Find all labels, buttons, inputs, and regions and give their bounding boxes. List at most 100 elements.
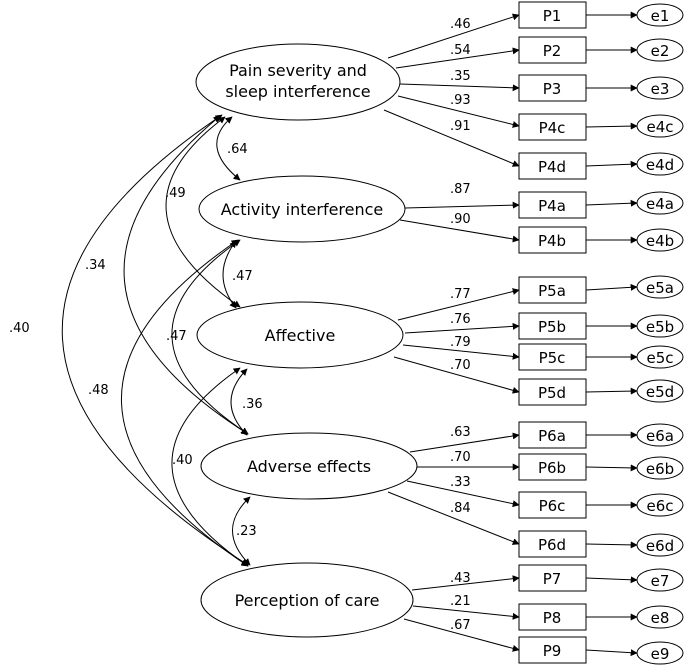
indicator-label-p4c: P4c bbox=[539, 119, 566, 137]
loading-label-p5a: .77 bbox=[450, 287, 471, 302]
error-label-e8: e8 bbox=[651, 609, 670, 627]
error-arrow-e6d bbox=[585, 541, 638, 549]
indicator-p5c: P5c bbox=[518, 343, 587, 371]
corr-arc-f1-f4 bbox=[123, 115, 249, 435]
error-arrow-e7 bbox=[585, 576, 638, 584]
factor-label-perception: Perception of care bbox=[235, 591, 380, 610]
loading-arrow-p6a bbox=[409, 432, 520, 453]
error-label-e5b: e5b bbox=[646, 318, 674, 336]
error-label-e4a: e4a bbox=[646, 195, 674, 213]
error-label-e9: e9 bbox=[651, 645, 670, 663]
error-e9: e9 bbox=[636, 641, 684, 665]
error-arrow-e6b bbox=[585, 464, 638, 472]
factor-adverse-effects: Adverse effects bbox=[200, 432, 418, 500]
indicator-label-p6c: P6c bbox=[539, 497, 566, 515]
indicator-label-p5c: P5c bbox=[539, 349, 566, 367]
indicator-label-p4b: P4b bbox=[538, 232, 566, 250]
indicator-label-p8: P8 bbox=[543, 609, 562, 627]
indicator-p6d: P6d bbox=[518, 530, 587, 558]
corr-label-f1-f5: .40 bbox=[9, 321, 30, 336]
error-arrow-e4c bbox=[585, 122, 638, 130]
error-e6a: e6a bbox=[636, 423, 684, 447]
indicator-p5a: P5a bbox=[518, 276, 587, 304]
error-label-e5a: e5a bbox=[646, 279, 674, 297]
indicator-label-p1: P1 bbox=[543, 7, 562, 25]
error-e4d: e4d bbox=[636, 152, 684, 176]
error-label-e2: e2 bbox=[651, 42, 670, 60]
indicator-p2: P2 bbox=[518, 36, 587, 64]
indicator-label-p7: P7 bbox=[543, 570, 562, 588]
indicator-p3: P3 bbox=[518, 74, 587, 102]
indicator-label-p4a: P4a bbox=[538, 197, 566, 215]
factor-activity-interference: Activity interference bbox=[198, 175, 406, 243]
indicator-label-p9: P9 bbox=[543, 642, 562, 660]
indicator-p6b: P6b bbox=[518, 453, 587, 481]
error-e5b: e5b bbox=[636, 314, 684, 338]
error-arrow-e5a bbox=[585, 283, 638, 291]
corr-arc-f1-f5 bbox=[61, 114, 249, 566]
factor-label-pain-line1: Pain severity and bbox=[229, 61, 367, 80]
indicator-p8: P8 bbox=[518, 603, 587, 631]
latent-factors: Pain severity and sleep interference Act… bbox=[195, 43, 418, 638]
indicator-p5d: P5d bbox=[518, 378, 587, 406]
indicator-p9: P9 bbox=[518, 636, 587, 664]
loading-arrow-p5d bbox=[393, 356, 520, 394]
indicator-label-p5a: P5a bbox=[538, 282, 566, 300]
error-e6b: e6b bbox=[636, 456, 684, 480]
loading-label-p6b: .70 bbox=[450, 450, 471, 465]
loading-label-p4c: .93 bbox=[450, 93, 471, 108]
error-e5c: e5c bbox=[636, 345, 684, 369]
error-label-e6c: e6c bbox=[646, 497, 673, 515]
indicator-label-p6b: P6b bbox=[538, 459, 566, 477]
error-e6d: e6d bbox=[636, 533, 684, 557]
loading-label-p6a: .63 bbox=[450, 425, 471, 440]
error-label-e7: e7 bbox=[651, 572, 670, 590]
error-e4a: e4a bbox=[636, 191, 684, 215]
error-e5a: e5a bbox=[636, 275, 684, 299]
loading-arrow-p4c bbox=[397, 95, 520, 128]
error-e6c: e6c bbox=[636, 493, 684, 517]
error-e8: e8 bbox=[636, 605, 684, 629]
error-e7: e7 bbox=[636, 568, 684, 592]
error-e4b: e4b bbox=[636, 228, 684, 252]
loading-arrow-p7 bbox=[411, 575, 520, 591]
indicator-p4d: P4d bbox=[518, 152, 587, 180]
indicator-p6c: P6c bbox=[518, 491, 587, 519]
loading-label-p5c: .79 bbox=[450, 335, 471, 350]
indicator-label-p5b: P5b bbox=[538, 318, 566, 336]
loading-arrow-p5c bbox=[402, 344, 520, 360]
loading-label-p6d: .84 bbox=[450, 501, 471, 516]
error-arrow-e5d bbox=[585, 387, 638, 395]
error-label-e6d: e6d bbox=[646, 537, 674, 555]
loading-arrow-p5a bbox=[397, 288, 520, 321]
indicator-label-p4d: P4d bbox=[538, 158, 566, 176]
indicator-p4a: P4a bbox=[518, 191, 587, 219]
error-terms: e1 e2 e3 e4c e4d e4a e4b e5a e5b e5c e5d… bbox=[636, 3, 684, 665]
error-e1: e1 bbox=[636, 3, 684, 27]
correlation-arcs bbox=[61, 114, 251, 567]
loading-arrow-p6c bbox=[406, 480, 520, 508]
corr-label-f4-f5: .23 bbox=[236, 524, 257, 539]
loading-label-p9: .67 bbox=[450, 618, 471, 633]
loading-arrow-p6d bbox=[387, 491, 520, 545]
indicator-p6a: P6a bbox=[518, 421, 587, 449]
indicator-p4b: P4b bbox=[518, 226, 587, 254]
error-e4c: e4c bbox=[636, 114, 684, 138]
indicator-p5b: P5b bbox=[518, 312, 587, 340]
indicator-label-p3: P3 bbox=[543, 80, 562, 98]
loading-label-p3: .35 bbox=[450, 69, 471, 84]
corr-arc-f4-f5 bbox=[232, 496, 251, 566]
loading-label-p5d: .70 bbox=[450, 358, 471, 373]
error-label-e6b: e6b bbox=[646, 460, 674, 478]
loading-label-p4d: .91 bbox=[450, 119, 471, 134]
correlation-labels: .64 .49 .34 .40 .47 .47 .48 .36 .40 .23 bbox=[9, 142, 263, 539]
factor-label-affective: Affective bbox=[265, 326, 336, 345]
loading-arrow-p4b bbox=[399, 219, 520, 243]
error-label-e4c: e4c bbox=[646, 118, 673, 136]
corr-label-f2-f5: .48 bbox=[88, 383, 109, 398]
loading-label-p2: .54 bbox=[450, 43, 471, 58]
corr-label-f2-f4: .47 bbox=[166, 329, 187, 344]
loading-arrow-p4d bbox=[383, 109, 520, 167]
error-label-e5c: e5c bbox=[646, 349, 673, 367]
loading-arrow-p9 bbox=[403, 618, 520, 652]
